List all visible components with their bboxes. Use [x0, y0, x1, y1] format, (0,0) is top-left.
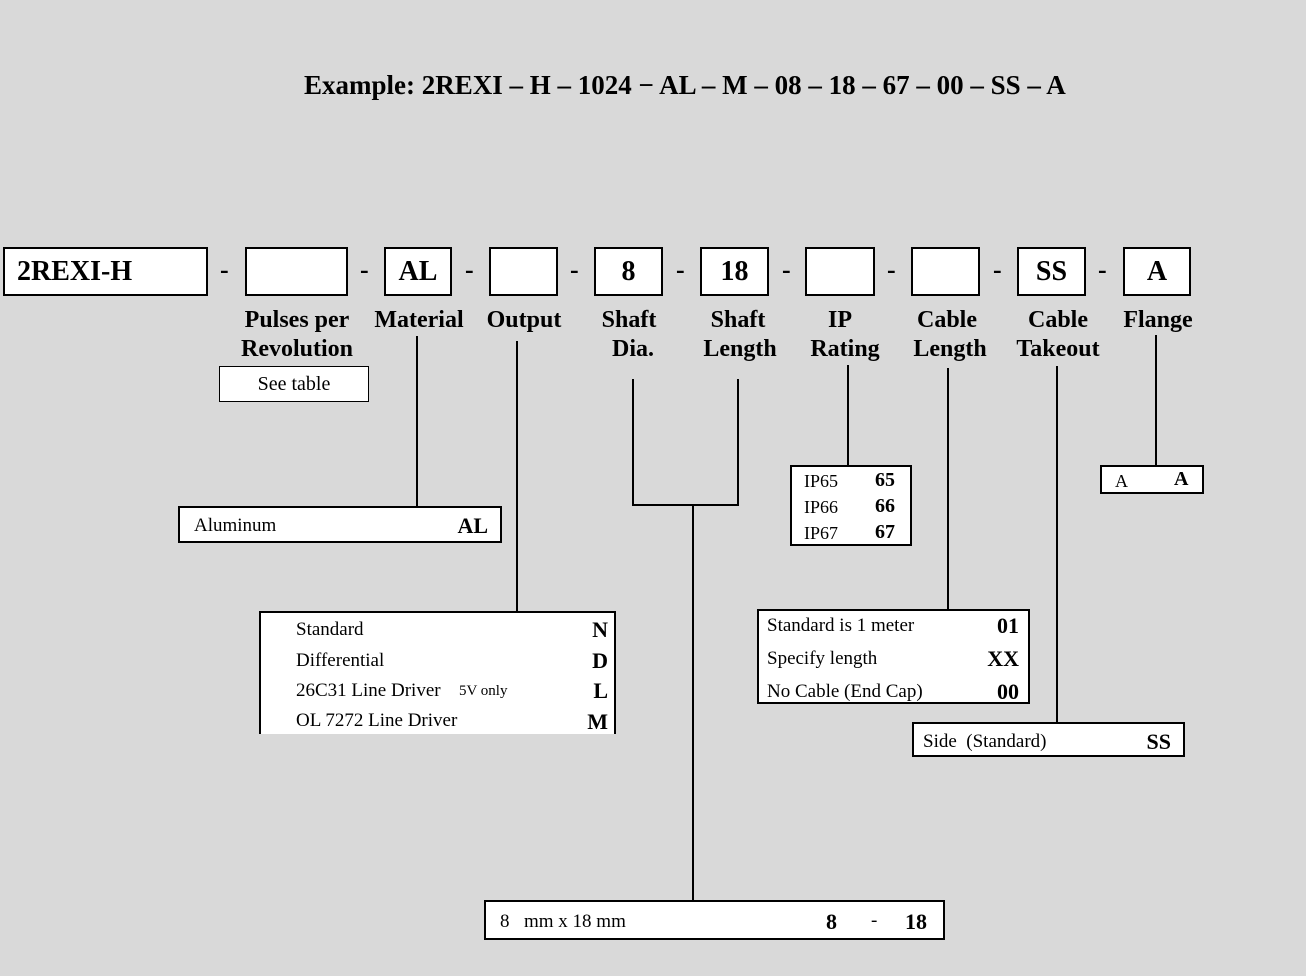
- material-connector: [416, 336, 418, 508]
- ip-name: IP66: [804, 497, 839, 517]
- flange-connector: [1155, 335, 1157, 466]
- separator: -: [993, 255, 1002, 284]
- pulses-label-line1: Pulses per: [244, 307, 350, 333]
- cable-length-table: Standard is 1 meter 01 Specify length XX…: [757, 609, 1030, 704]
- cable-takeout-table: Side (Standard) SS: [912, 722, 1185, 757]
- flange-name: A: [1115, 471, 1128, 491]
- see-table-box: See table: [219, 366, 369, 402]
- cable-length-code: XX: [987, 646, 1019, 671]
- shaft-desc: mm x 18 mm: [524, 911, 626, 932]
- cable-length-box: [911, 247, 980, 296]
- shaft-length-label: Shaft Length: [694, 306, 782, 364]
- shaft-length-code: 18: [905, 909, 927, 934]
- separator: -: [887, 255, 896, 284]
- separator: -: [360, 255, 369, 284]
- material-table: Aluminum AL: [178, 506, 502, 543]
- shaft-length-connector: [737, 379, 739, 505]
- ip-code: 65: [875, 469, 895, 491]
- output-note: 5V only: [459, 683, 508, 699]
- ip-rating-table: IP65 65 IP66 66 IP67 67: [790, 465, 912, 546]
- separator: -: [465, 255, 474, 284]
- shaft-bracket: [632, 504, 739, 506]
- ip-rating-label-line1: IP: [828, 307, 852, 333]
- shaft-length-box: 18: [700, 247, 769, 296]
- separator: -: [676, 255, 685, 284]
- cable-length-code: 01: [997, 613, 1019, 638]
- cable-takeout-label-line1: Cable: [1028, 307, 1088, 333]
- shaft-desc-num: 8: [500, 911, 510, 932]
- shaft-dia-label-line1: Shaft: [601, 307, 657, 333]
- shaft-dia-label-line2: Dia.: [612, 336, 654, 362]
- separator: -: [782, 255, 791, 284]
- ip-name: IP65: [804, 471, 839, 491]
- shaft-code-separator: -: [871, 910, 878, 931]
- pulses-label: Pulses per Revolution: [232, 306, 362, 364]
- shaft-dia-box: 8: [594, 247, 663, 296]
- ip-rating-box: [805, 247, 875, 296]
- output-label: Output: [486, 307, 562, 333]
- output-name: OL 7272 Line Driver: [296, 710, 458, 731]
- cable-length-label: Cable Length: [906, 306, 994, 364]
- shaft-connector: [692, 504, 694, 902]
- separator: -: [570, 255, 579, 284]
- cable-length-name: Specify length: [767, 648, 878, 669]
- output-name: Standard: [296, 619, 364, 640]
- ip-code: 67: [875, 521, 895, 543]
- output-table: Standard N Differential D 26C31 Line Dri…: [259, 611, 616, 734]
- pulses-label-line2: Revolution: [240, 336, 353, 362]
- ip-code: 66: [875, 495, 895, 517]
- cable-length-connector: [947, 368, 949, 610]
- material-label: Material: [374, 307, 464, 333]
- ip-name: IP67: [804, 523, 839, 543]
- ip-rating-label-line2: Rating: [810, 336, 880, 362]
- output-code: D: [592, 648, 608, 673]
- output-code: N: [592, 617, 608, 642]
- cable-takeout-label: Cable Takeout: [1010, 306, 1106, 364]
- ip-rating-label: IP Rating: [802, 306, 888, 364]
- flange-code: A: [1174, 468, 1189, 490]
- cable-length-code: 00: [997, 679, 1019, 704]
- cable-takeout-connector: [1056, 366, 1058, 724]
- output-connector: [516, 341, 518, 612]
- shaft-dia-code: 8: [826, 909, 837, 934]
- separator: -: [1098, 255, 1107, 284]
- ip-rating-connector: [847, 365, 849, 466]
- output-code: M: [587, 709, 608, 734]
- cable-length-name: Standard is 1 meter: [767, 615, 915, 636]
- output-name: Differential: [296, 650, 385, 671]
- material-box: AL: [384, 247, 452, 296]
- flange-label: Flange: [1123, 307, 1193, 333]
- cable-length-name: No Cable (End Cap): [767, 681, 923, 702]
- separator: -: [220, 255, 229, 284]
- flange-box: A: [1123, 247, 1191, 296]
- material-name: Aluminum: [194, 515, 277, 536]
- shaft-table: 8 mm x 18 mm 8 - 18: [484, 900, 945, 940]
- cable-takeout-label-line2: Takeout: [1016, 336, 1100, 362]
- example-title: Example: 2REXI – H – 1024 − AL – M – 08 …: [304, 70, 1066, 100]
- cable-takeout-code: SS: [1146, 729, 1171, 754]
- cable-takeout-name: Side (Standard): [923, 731, 1047, 752]
- shaft-length-label-line1: Shaft: [710, 307, 766, 333]
- cable-length-label-line1: Cable: [917, 307, 977, 333]
- output-code: L: [593, 678, 608, 703]
- shaft-length-label-line2: Length: [703, 336, 777, 362]
- output-name: 26C31 Line Driver: [296, 680, 441, 701]
- cable-length-label-line2: Length: [913, 336, 987, 362]
- cable-takeout-box: SS: [1017, 247, 1086, 296]
- shaft-dia-connector: [632, 379, 634, 505]
- output-box: [489, 247, 558, 296]
- flange-table: A A: [1100, 465, 1204, 494]
- pulses-box: [245, 247, 348, 296]
- model-box: 2REXI-H: [3, 247, 208, 296]
- shaft-dia-label: Shaft Dia.: [588, 306, 670, 364]
- material-code: AL: [457, 513, 488, 538]
